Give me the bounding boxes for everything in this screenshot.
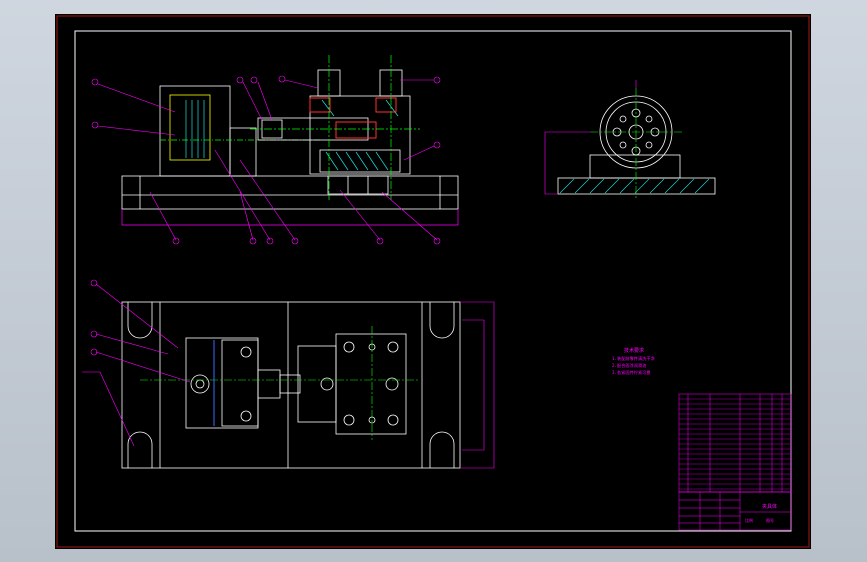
front-view-hatching xyxy=(185,99,399,171)
top-view-balloons xyxy=(90,279,98,356)
top-pivot-pin xyxy=(190,374,210,394)
front-clamp-body xyxy=(229,127,257,177)
top-base-plate xyxy=(121,301,461,469)
front-view-red-parts xyxy=(309,97,397,139)
scale-label: 比例 xyxy=(745,517,753,523)
front-view-leaders xyxy=(97,79,438,241)
notes-line-1: 1.装配前零件清洗干净 xyxy=(612,355,655,362)
sheet-label: 图号 xyxy=(766,517,774,523)
title-block xyxy=(678,491,792,531)
top-dimension xyxy=(460,301,495,469)
notes-heading: 技术要求 xyxy=(624,347,644,354)
side-dimension xyxy=(544,80,637,195)
front-view-balloons xyxy=(91,75,441,245)
side-view-hatching xyxy=(559,178,710,194)
notes-line-3: 3.各紧固件拧紧可靠 xyxy=(612,369,651,376)
front-view-centerlines xyxy=(250,55,420,200)
drawing-name: 夹具体 xyxy=(762,503,777,510)
top-view-centerlines xyxy=(140,326,420,440)
front-cylinder xyxy=(309,95,411,175)
top-view-leaders xyxy=(82,283,191,447)
top-corner-slot xyxy=(127,302,153,339)
sheet-background xyxy=(55,14,811,549)
technical-notes: 技术要求 1.装配前零件清洗干净 2.配合面涂润滑油 3.各紧固件拧紧可靠 xyxy=(612,347,655,376)
front-dimension xyxy=(121,209,459,226)
drawing-border xyxy=(74,30,792,532)
outer-frame xyxy=(56,15,810,548)
title-block-text: 夹具体 比例 图号 xyxy=(745,503,777,523)
front-base-plate xyxy=(121,175,459,210)
top-view xyxy=(121,301,461,469)
notes-line-2: 2.配合面涂润滑油 xyxy=(612,362,646,369)
side-view-centerlines xyxy=(590,88,682,198)
parts-list-rows xyxy=(679,398,791,490)
